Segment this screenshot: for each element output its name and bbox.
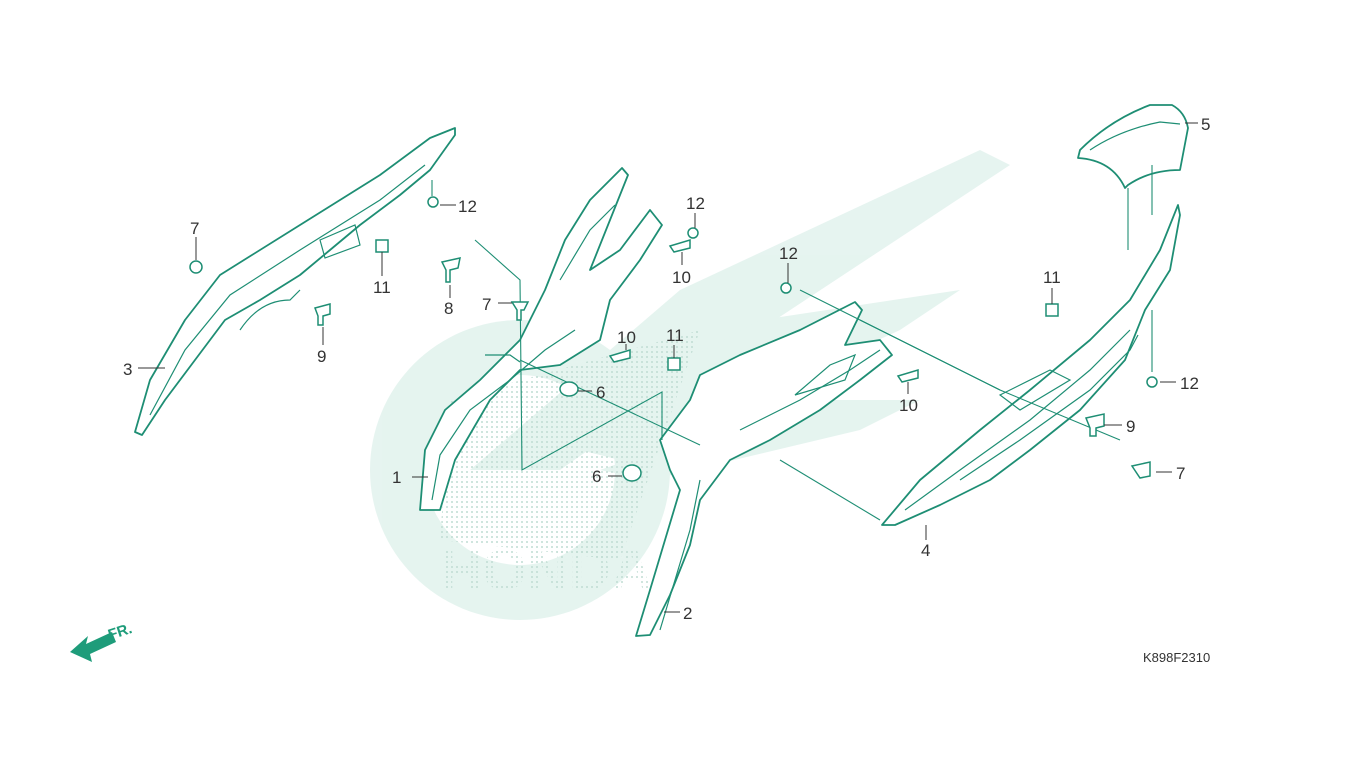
leader-lines xyxy=(138,122,1198,613)
callout-11-left: 11 xyxy=(373,278,391,297)
callout-5: 5 xyxy=(1201,115,1210,134)
callout-3: 3 xyxy=(123,360,132,379)
front-direction-arrow: FR. xyxy=(70,620,134,662)
part-3-cover xyxy=(134,127,456,436)
part-2-cover xyxy=(635,301,893,637)
screw-icon xyxy=(440,257,461,283)
callout-7-right: 7 xyxy=(1176,464,1185,483)
part-1-cover xyxy=(419,167,663,511)
clip-icon xyxy=(667,357,681,371)
screw-icon xyxy=(1130,461,1151,479)
screw-icon xyxy=(1084,413,1105,437)
screw-icon xyxy=(427,196,439,208)
callout-9-left: 9 xyxy=(317,347,326,366)
callout-12-mid: 12 xyxy=(779,244,798,263)
rivet-icon xyxy=(668,238,691,253)
callout-12-center: 12 xyxy=(686,194,705,213)
clip-icon xyxy=(375,239,389,253)
screw-icon xyxy=(510,301,530,321)
watermark-text: HONDA xyxy=(440,538,653,603)
grommet-icon xyxy=(622,464,642,482)
callout-12-right: 12 xyxy=(1180,374,1199,393)
drawing-code: K898F2310 xyxy=(1143,650,1210,665)
callout-8: 8 xyxy=(444,299,453,318)
screw-icon xyxy=(314,303,331,326)
assembly-guides xyxy=(431,165,1153,521)
rivet-icon xyxy=(608,348,631,363)
clip-icon xyxy=(1045,303,1059,317)
callout-6-lower: 6 xyxy=(592,467,601,486)
fasteners xyxy=(189,196,1158,482)
callout-10-center: 10 xyxy=(617,328,636,347)
callout-9-right: 9 xyxy=(1126,417,1135,436)
callout-2: 2 xyxy=(683,604,692,623)
callout-10-right: 10 xyxy=(899,396,918,415)
arrow-left-icon xyxy=(70,632,116,662)
screw-icon xyxy=(687,227,699,239)
callout-4: 4 xyxy=(921,541,930,560)
callout-7-left: 7 xyxy=(190,219,199,238)
screw-icon xyxy=(189,260,203,274)
callout-6-upper: 6 xyxy=(596,383,605,402)
callout-1: 1 xyxy=(392,468,401,487)
screw-icon xyxy=(780,282,792,294)
front-label: FR. xyxy=(106,620,134,644)
honda-watermark: HONDA xyxy=(370,150,1010,620)
callout-10-upper: 10 xyxy=(672,268,691,287)
callout-12-left: 12 xyxy=(458,197,477,216)
callout-labels: 1 2 3 4 5 6 6 7 7 7 8 9 9 10 10 10 11 11… xyxy=(123,115,1210,623)
part-5-cap xyxy=(1077,104,1189,189)
callout-11-center: 11 xyxy=(666,326,684,345)
callout-7-center: 7 xyxy=(482,295,491,314)
grommet-icon xyxy=(559,381,579,397)
screw-icon xyxy=(1146,376,1158,388)
rivet-icon xyxy=(896,368,919,383)
callout-11-right: 11 xyxy=(1043,268,1061,287)
part-4-cover xyxy=(881,204,1181,526)
